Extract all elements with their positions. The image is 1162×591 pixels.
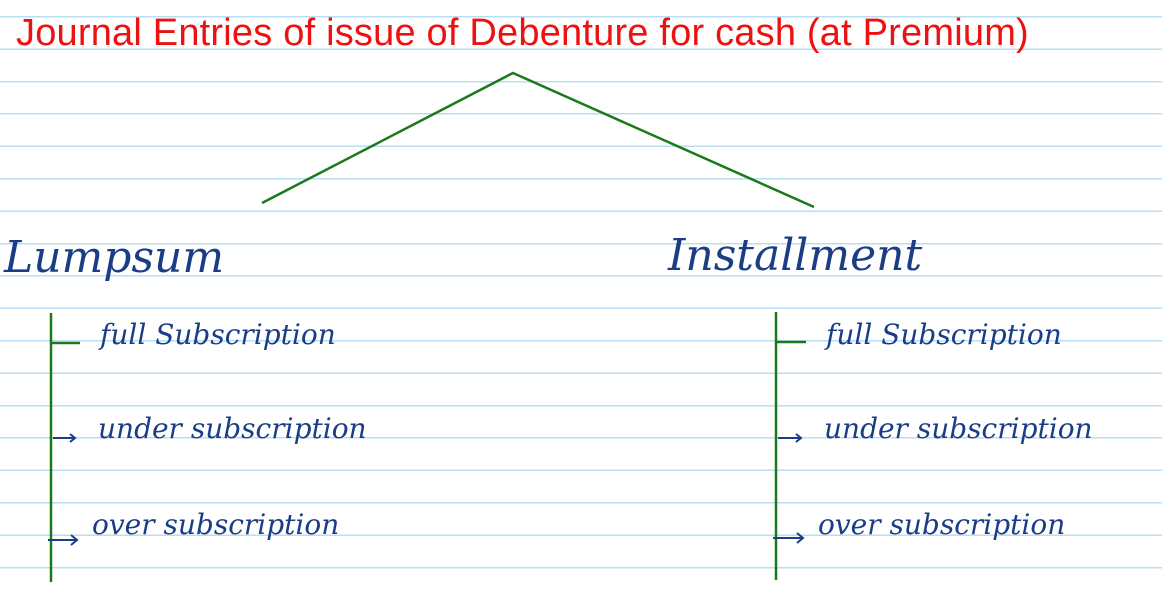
installment-item: over subscription [818, 508, 1066, 541]
page-title: Journal Entries of issue of Debenture fo… [16, 12, 1029, 54]
lumpsum-item: over subscription [92, 508, 340, 541]
lumpsum-item: full Subscription [100, 318, 336, 351]
branch-connector [261, 71, 815, 209]
installment-heading: Installment [668, 230, 923, 281]
lumpsum-item: under subscription [98, 412, 367, 445]
installment-item: full Subscription [826, 318, 1062, 351]
lumpsum-heading: Lumpsum [4, 232, 225, 283]
installment-item: under subscription [824, 412, 1093, 445]
